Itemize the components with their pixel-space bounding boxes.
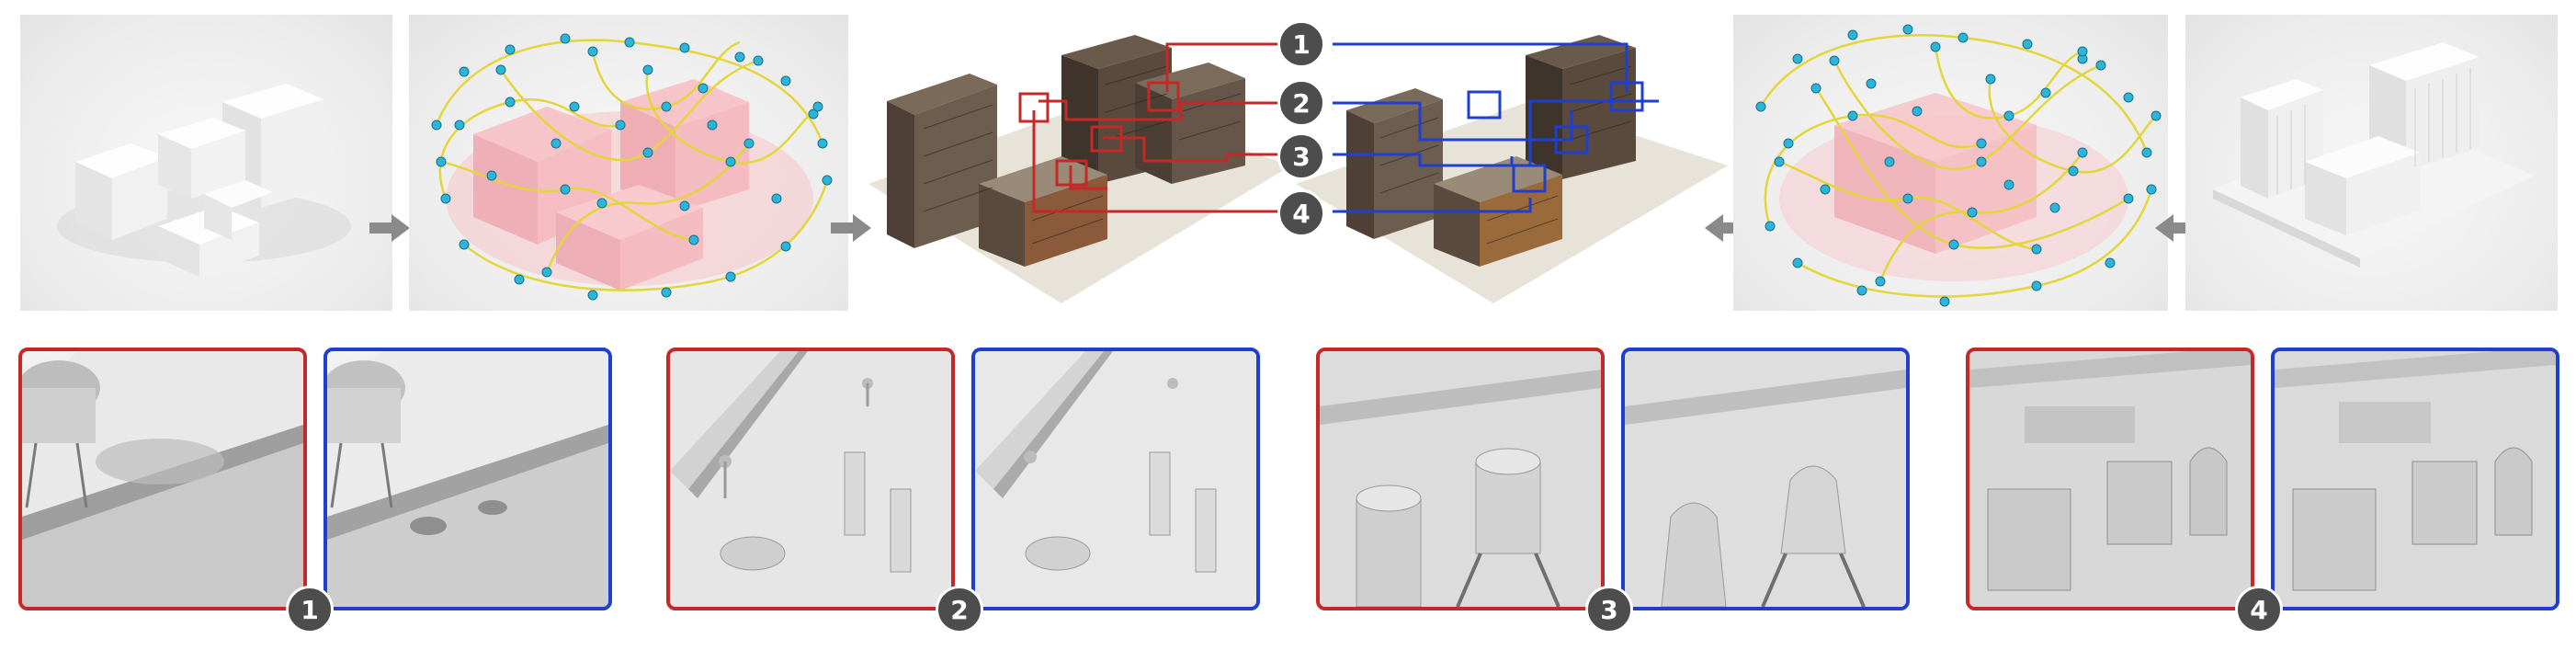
detail-inset-1-blue (323, 348, 612, 610)
detail-inset-2-red (666, 348, 955, 610)
panel-curve-network-left (409, 15, 848, 311)
detail-inset-4-blue (2271, 348, 2559, 610)
detail-badge-4: 4 (2235, 586, 2283, 633)
massing-blocks-drawing (57, 84, 351, 277)
arrow-left-icon (2153, 212, 2196, 244)
callout-badge-4: 4 (1277, 189, 1325, 237)
detail-inset-1-red (18, 348, 307, 610)
detail-inset-2-blue (971, 348, 1260, 610)
callout-badge-2: 2 (1277, 79, 1325, 127)
detail-badge-1: 1 (286, 586, 334, 633)
render-city-red-variant (868, 28, 1291, 313)
panel-massing-detailed-right (2185, 15, 2558, 311)
arrow-right-icon (369, 212, 412, 244)
curve-network-drawing (431, 33, 833, 301)
detail-inset-3-blue (1621, 348, 1910, 610)
callout-connectors (868, 18, 1728, 230)
detail-badge-3: 3 (1585, 586, 1633, 633)
callout-badge-3: 3 (1277, 132, 1325, 180)
arrow-right-icon (831, 212, 873, 244)
arrow-left-icon (1703, 212, 1745, 244)
detail-inset-3-red (1316, 348, 1605, 610)
callout-badge-1: 1 (1277, 20, 1325, 68)
panel-curve-network-right (1733, 15, 2168, 311)
render-city-blue-variant (1296, 28, 1728, 313)
panel-massing-blocks-left (20, 15, 392, 311)
detail-inset-4-red (1966, 348, 2254, 610)
detail-badge-2: 2 (936, 586, 983, 633)
